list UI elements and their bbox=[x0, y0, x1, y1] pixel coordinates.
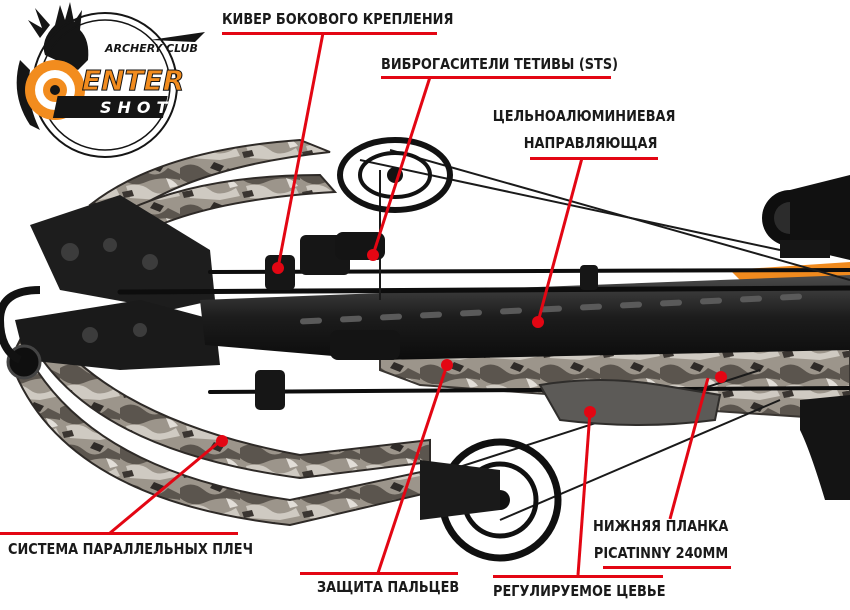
underline-picatinny bbox=[603, 566, 731, 569]
marker-picatinny bbox=[715, 371, 727, 383]
marker-string-dampeners bbox=[367, 249, 379, 261]
logo-arc-text: ARCHERY CLUB bbox=[104, 42, 198, 55]
lower-limbs bbox=[8, 318, 442, 527]
string-dampeners bbox=[330, 232, 400, 360]
underline-adjustable-forend bbox=[493, 575, 663, 578]
center-shot-logo: ARCHERY CLUB ENTER SHOT bbox=[16, 2, 205, 158]
lower-cam bbox=[420, 438, 562, 562]
underline-string-dampeners bbox=[381, 76, 611, 79]
scope bbox=[762, 175, 850, 260]
label-picatinny-line1: НИЖНЯЯ ПЛАНКА bbox=[592, 517, 728, 535]
label-side-quiver: КИВЕР БОКОВОГО КРЕПЛЕНИЯ bbox=[222, 10, 454, 28]
underline-side-quiver bbox=[222, 32, 437, 35]
marker-finger-guard bbox=[441, 359, 453, 371]
underline-parallel-limbs bbox=[0, 532, 238, 535]
label-picatinny-line2: PICATINNY 240MM bbox=[593, 544, 728, 562]
underline-finger-guard bbox=[300, 572, 458, 575]
label-rail-line1: ЦЕЛЬНОАЛЮМИНИЕВАЯ bbox=[492, 107, 675, 125]
foot-loop bbox=[0, 286, 41, 364]
label-string-dampeners: ВИБРОГАСИТЕЛИ ТЕТИВЫ (STS) bbox=[381, 55, 619, 73]
label-parallel-limbs: СИСТЕМА ПАРАЛЛЕЛЬНЫХ ПЛЕЧ bbox=[8, 540, 254, 558]
pistol-grip bbox=[800, 395, 850, 500]
marker-forend bbox=[584, 406, 596, 418]
marker-parallel-limbs bbox=[216, 435, 228, 447]
marker-rail bbox=[532, 316, 544, 328]
marker-side-quiver bbox=[272, 262, 284, 274]
label-finger-guard: ЗАЩИТА ПАЛЬЦЕВ bbox=[317, 578, 460, 596]
logo-word-bottom: SHOT bbox=[100, 98, 173, 117]
label-adjustable-forend: РЕГУЛИРУЕМОЕ ЦЕВЬЕ bbox=[493, 582, 666, 600]
label-rail-line2: НАПРАВЛЯЮЩАЯ bbox=[523, 134, 657, 152]
logo-word-top: ENTER bbox=[82, 64, 184, 97]
underline-rail bbox=[530, 157, 658, 160]
